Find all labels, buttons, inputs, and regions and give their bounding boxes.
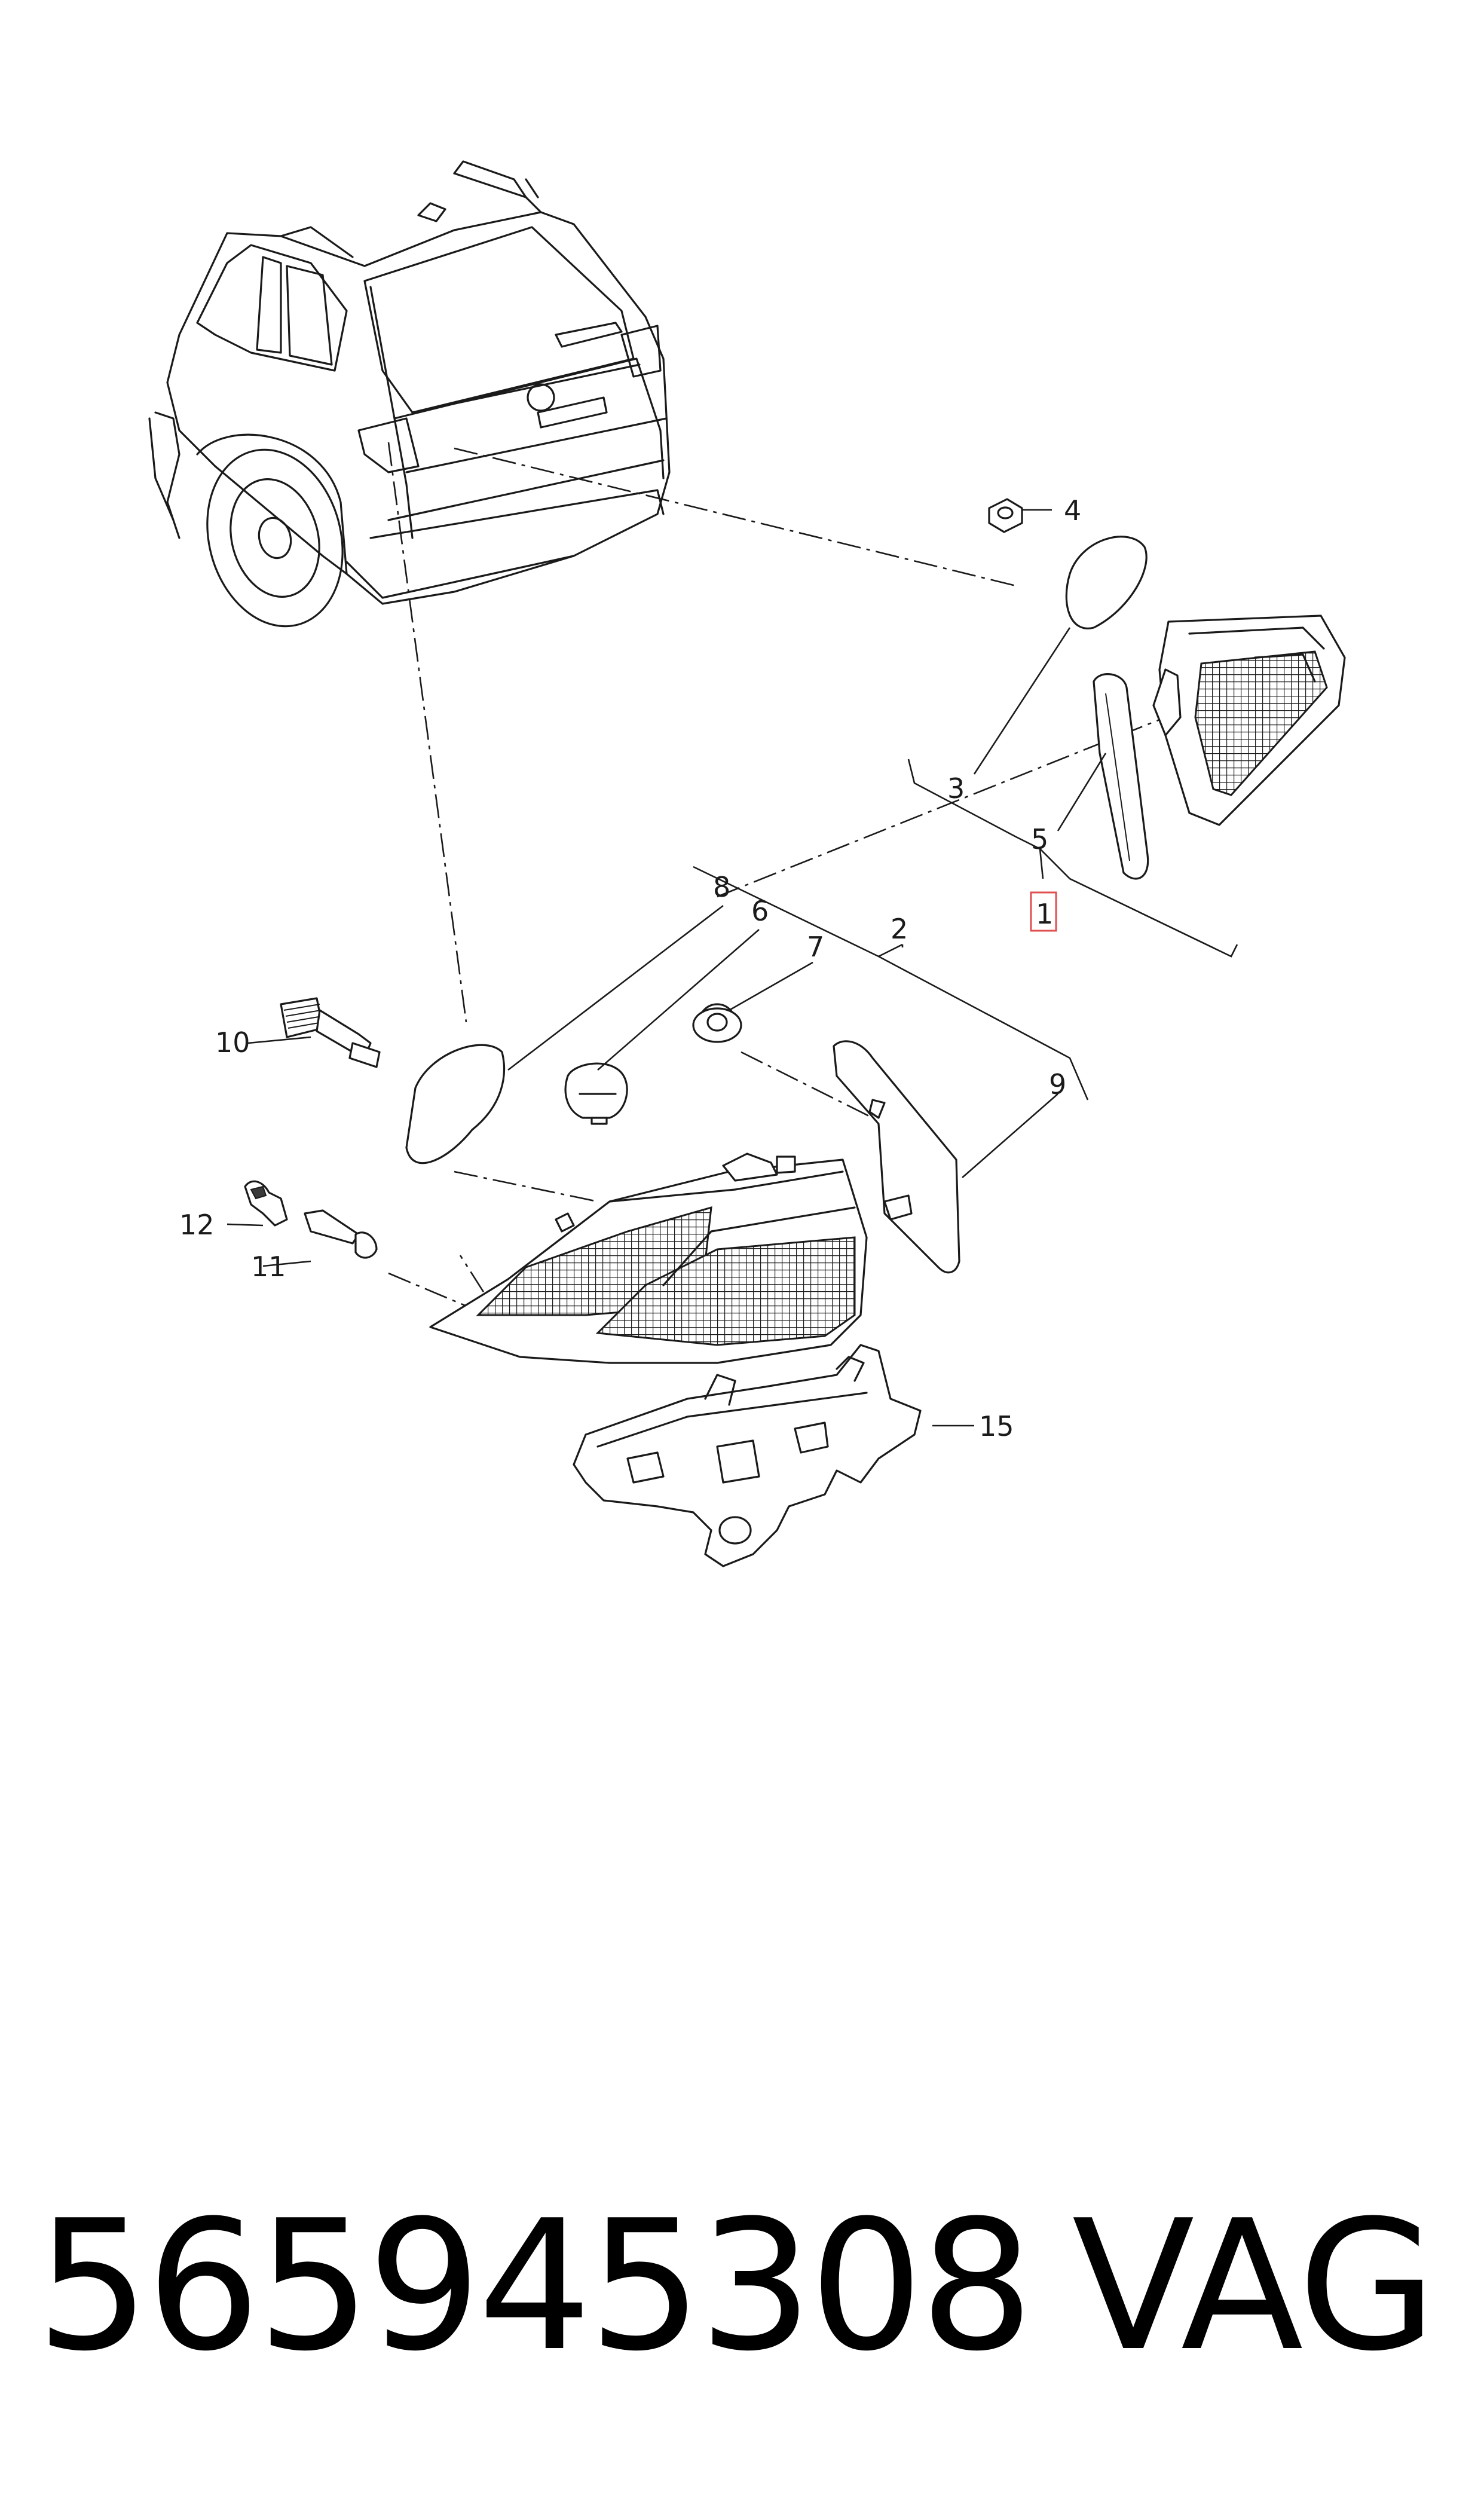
callout-5: 5: [1031, 823, 1048, 855]
clip-item-12: [244, 1180, 288, 1227]
brand-name: VAG: [1072, 2182, 1437, 2390]
highlight-box-callout-1: [1030, 891, 1057, 932]
callout-9: 9: [1049, 1068, 1066, 1100]
callout-12: 12: [179, 1209, 215, 1241]
bracket-item-15: [573, 1344, 922, 1567]
callout-6: 6: [751, 895, 769, 927]
callout-10: 10: [215, 1026, 250, 1059]
reference-lines: [387, 442, 1166, 1323]
callout-4: 4: [1064, 494, 1081, 527]
callout-labels: 4 3 5 1 2 8 6 7 9 10 12 11 15: [179, 494, 1081, 1442]
callout-2: 2: [891, 913, 908, 945]
callout-3: 3: [947, 772, 965, 805]
callout-15: 15: [979, 1410, 1014, 1442]
gasket-item-9: [833, 1040, 960, 1274]
callout-7: 7: [807, 931, 824, 963]
screw-item-10: [280, 997, 381, 1068]
part-info-footer: 565945308 VAG: [36, 2188, 1458, 2385]
outer-tail-light-assembly: [429, 1152, 868, 1364]
bulb-item-6: [564, 1062, 628, 1125]
callout-11: 11: [251, 1251, 286, 1283]
group-brackets: [693, 759, 1238, 1100]
cover-item-3: [1065, 536, 1148, 629]
inner-tail-light-assembly: [1152, 615, 1346, 826]
gasket-item-5: [1093, 673, 1149, 880]
part-number: 565945308: [36, 2182, 1034, 2390]
callout-8: 8: [713, 871, 730, 903]
cover-item-8: [405, 1044, 506, 1164]
pin-item-11: [304, 1209, 378, 1259]
callout-1: 1: [1036, 898, 1053, 930]
leader-lines: [227, 509, 1107, 1427]
grommet-item-7: [692, 1003, 742, 1043]
vehicle-illustration: [148, 160, 671, 628]
nut-item-4: [988, 498, 1023, 533]
